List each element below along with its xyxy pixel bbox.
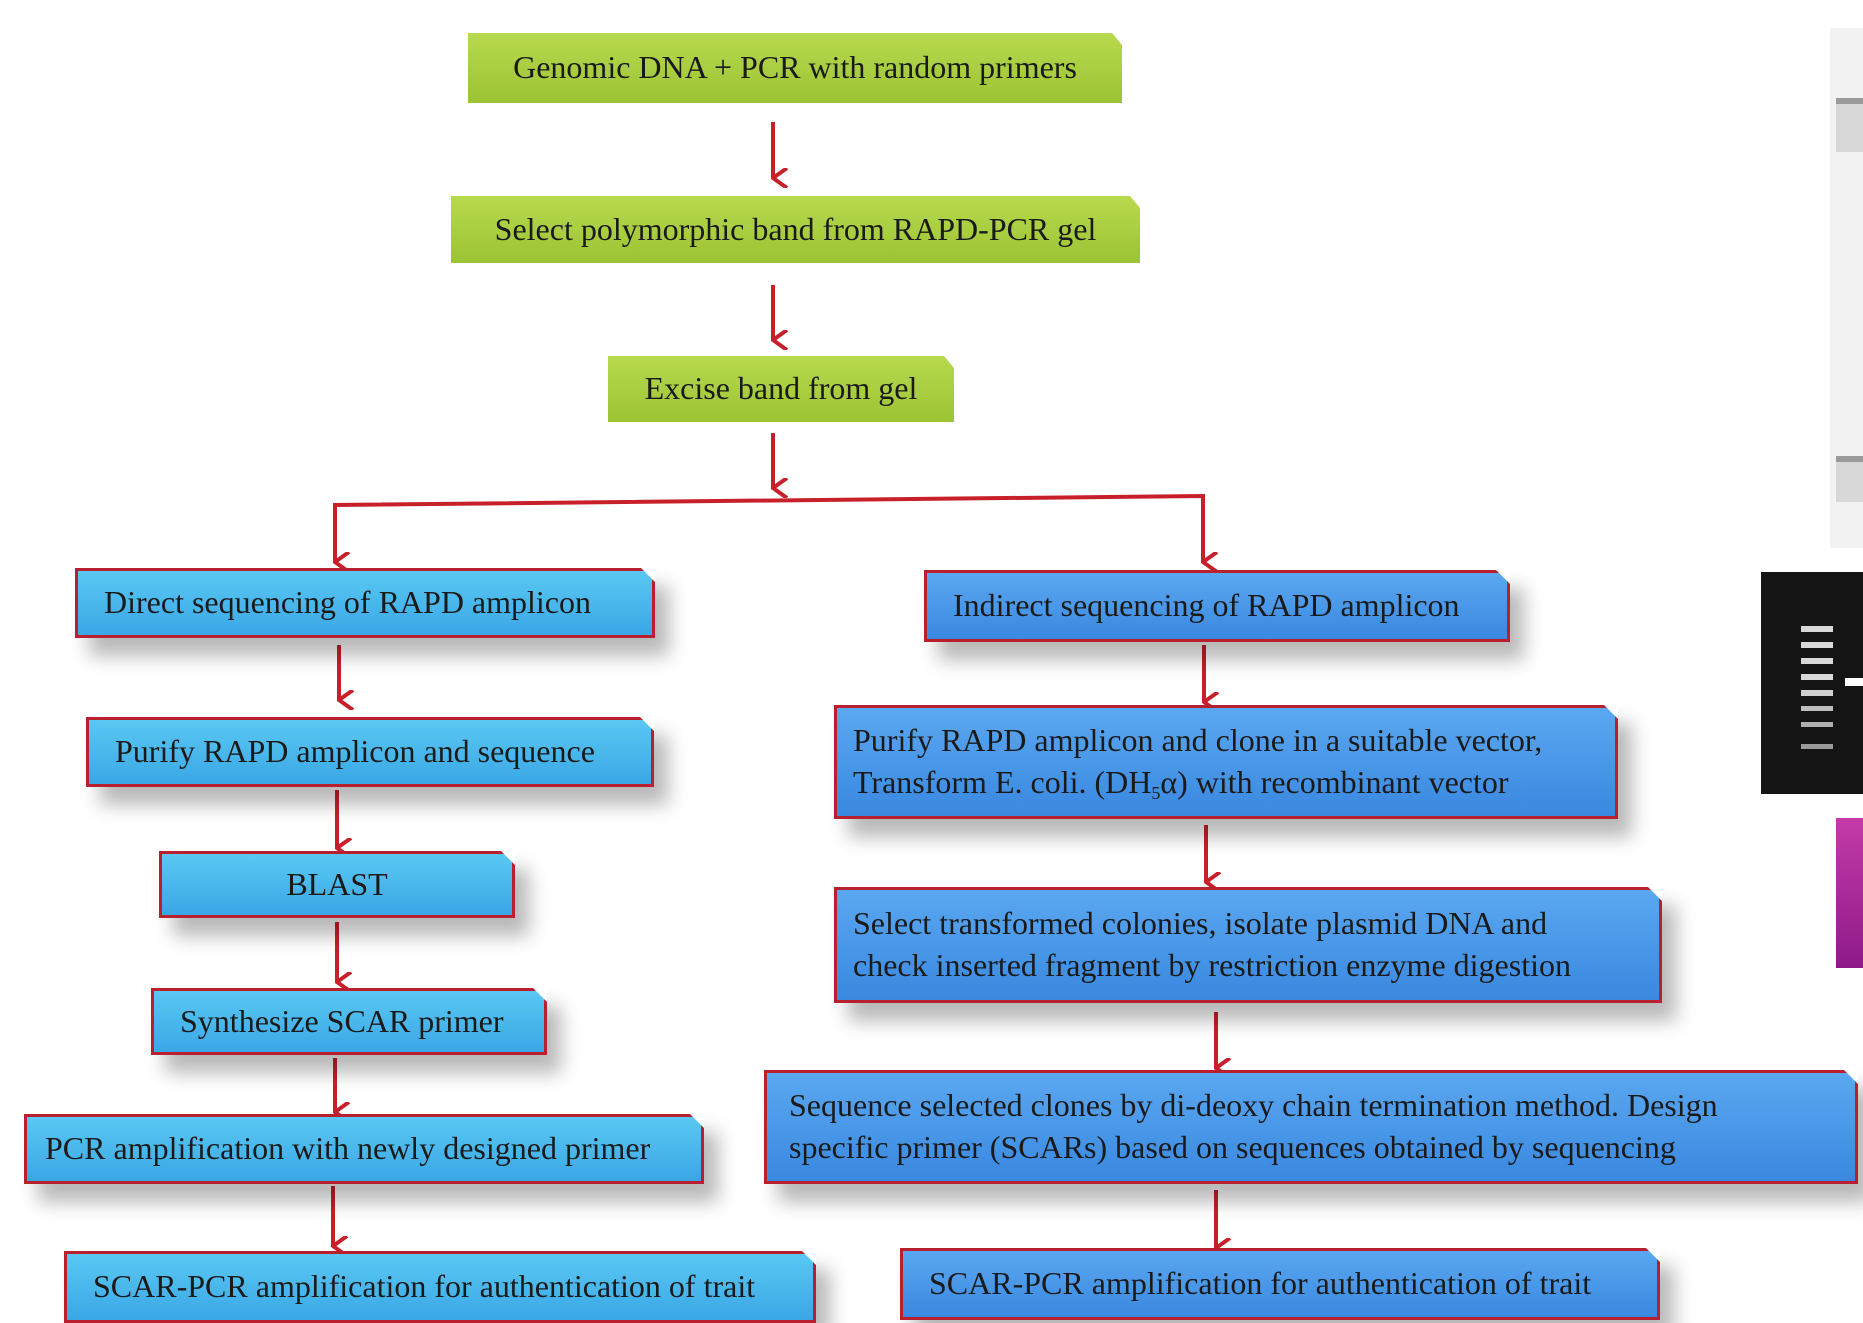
- box-fold-corner: [1604, 705, 1618, 719]
- step-pcr-amplification-label: PCR amplification with newly designed pr…: [45, 1130, 651, 1167]
- step-scar-pcr-left: SCAR-PCR amplification for authenticatio…: [64, 1251, 816, 1323]
- step-scar-pcr-right-label: SCAR-PCR amplification for authenticatio…: [929, 1265, 1592, 1302]
- step-synthesize-scar-primer-label: Synthesize SCAR primer: [180, 1002, 504, 1039]
- gel-image: [1761, 572, 1863, 794]
- step-select-polymorphic-band: Select polymorphic band from RAPD-PCR ge…: [451, 196, 1140, 263]
- marker-tick-bottom: [1836, 456, 1863, 502]
- step-direct-sequencing: Direct sequencing of RAPD amplicon: [75, 568, 655, 638]
- box-fold-corner: [690, 1114, 704, 1128]
- gel-band: [1801, 658, 1833, 664]
- step-blast-label: BLAST: [286, 865, 388, 902]
- step-genomic-dna-pcr-label: Genomic DNA + PCR with random primers: [513, 49, 1077, 86]
- step-scar-pcr-right: SCAR-PCR amplification for authenticatio…: [900, 1248, 1660, 1320]
- step-synthesize-scar-primer: Synthesize SCAR primer: [151, 988, 547, 1055]
- step-pcr-amplification: PCR amplification with newly designed pr…: [24, 1114, 704, 1184]
- marker-tick-top: [1836, 98, 1863, 152]
- box-fold-corner: [1648, 887, 1662, 901]
- step-blast: BLAST: [159, 851, 515, 918]
- step-purify-sequence-label: Purify RAPD amplicon and sequence: [115, 733, 595, 770]
- step-excise-band-label: Excise band from gel: [644, 370, 918, 407]
- step-purify-clone-line2-prefix: Transform E. coli. (DH: [853, 764, 1152, 800]
- gel-band: [1801, 744, 1833, 749]
- step-select-transformed-colonies-line2: check inserted fragment by restriction e…: [853, 947, 1571, 983]
- box-fold-corner: [802, 1251, 816, 1265]
- gel-band: [1801, 626, 1833, 632]
- step-sequence-clones: Sequence selected clones by di-deoxy cha…: [764, 1070, 1858, 1184]
- step-sequence-clones-line2: specific primer (SCARs) based on sequenc…: [789, 1129, 1676, 1165]
- box-fold-corner: [641, 568, 655, 582]
- gel-band: [1801, 674, 1833, 680]
- gel-band-highlight: [1845, 678, 1863, 686]
- step-purify-clone: Purify RAPD amplicon and clone in a suit…: [834, 705, 1618, 819]
- step-sequence-clones-line1: Sequence selected clones by di-deoxy cha…: [789, 1087, 1718, 1124]
- box-fold-corner: [501, 851, 515, 865]
- step-purify-clone-line2-suffix: α) with recombinant vector: [1160, 764, 1509, 800]
- step-purify-clone-line2: Transform E. coli. (DH5α) with recombina…: [853, 762, 1589, 804]
- box-fold-corner: [640, 717, 654, 731]
- box-fold-corner: [1646, 1248, 1660, 1262]
- step-purify-clone-line1: Purify RAPD amplicon and clone in a suit…: [853, 722, 1543, 759]
- gel-band: [1801, 642, 1833, 648]
- gel-band: [1801, 706, 1833, 711]
- step-select-transformed-colonies-line1: Select transformed colonies, isolate pla…: [853, 905, 1548, 942]
- step-scar-pcr-left-label: SCAR-PCR amplification for authenticatio…: [93, 1268, 756, 1305]
- step-select-transformed-colonies: Select transformed colonies, isolate pla…: [834, 887, 1662, 1003]
- step-indirect-sequencing-label: Indirect sequencing of RAPD amplicon: [953, 587, 1460, 624]
- branch-connector: [333, 493, 1205, 560]
- gel-band: [1801, 722, 1833, 727]
- step-purify-clone-line2-sub: 5: [1151, 783, 1161, 803]
- gel-band: [1801, 690, 1833, 696]
- box-fold-corner: [1844, 1070, 1858, 1084]
- step-excise-band: Excise band from gel: [608, 356, 954, 422]
- cropped-figure-panel: [1830, 28, 1863, 548]
- step-genomic-dna-pcr: Genomic DNA + PCR with random primers: [468, 33, 1122, 103]
- step-select-polymorphic-band-label: Select polymorphic band from RAPD-PCR ge…: [494, 210, 1097, 247]
- box-fold-corner: [533, 988, 547, 1002]
- step-indirect-sequencing: Indirect sequencing of RAPD amplicon: [924, 570, 1510, 642]
- step-purify-sequence: Purify RAPD amplicon and sequence: [86, 717, 654, 787]
- box-fold-corner: [1496, 570, 1510, 584]
- step-direct-sequencing-label: Direct sequencing of RAPD amplicon: [104, 584, 591, 621]
- purple-tab: [1836, 818, 1863, 968]
